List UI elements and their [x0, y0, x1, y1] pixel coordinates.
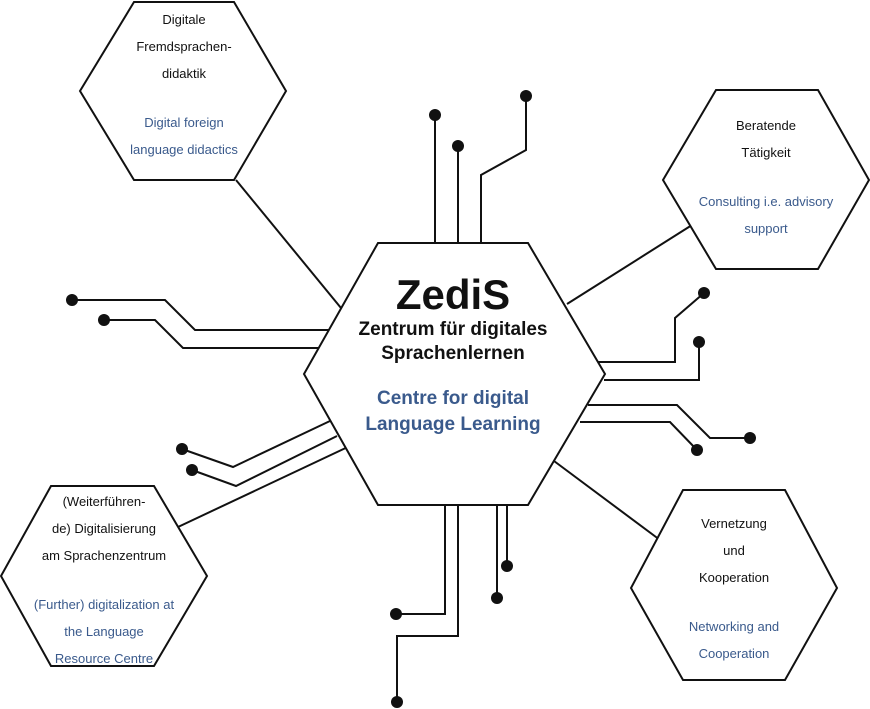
- node-label-en: the Language: [64, 624, 144, 639]
- circuit-node-dot: [491, 592, 503, 604]
- center-subtitle-en: Centre for digital Language Learning: [318, 386, 588, 438]
- node-label-en: Consulting i.e. advisory: [698, 194, 834, 209]
- circuit-node-dot: [176, 443, 188, 455]
- circuit-node-dot: [429, 109, 441, 121]
- node-label-de: (Weiterführen-: [62, 494, 146, 509]
- node-label-de: Digitale: [162, 12, 206, 27]
- connector-digitalization: [177, 444, 353, 528]
- circuit-node-dot: [698, 287, 710, 299]
- node-label-en: language didactics: [130, 142, 238, 157]
- node-label-de: didaktik: [161, 66, 207, 81]
- digitalization-label: (Weiterführen- de) Digitalisierung am Sp…: [4, 488, 204, 672]
- node-label-en: Resource Centre: [54, 651, 154, 666]
- networking-hexagon: [629, 489, 839, 681]
- circuit-node-dot: [452, 140, 464, 152]
- circuit-node-dot: [691, 444, 703, 456]
- didactics-hexagon: [78, 0, 288, 181]
- node-label-de: Beratende: [736, 118, 796, 133]
- node-label-de: Vernetzung: [701, 516, 767, 531]
- center-label: ZediS Zentrum für digitales Sprachenlern…: [318, 272, 588, 438]
- circuit-node-dot: [501, 560, 513, 572]
- circuit-trace-right-1: [596, 292, 705, 363]
- node-label-de: Fremdsprachen-: [136, 39, 232, 54]
- center-title: ZediS: [395, 271, 511, 318]
- circuit-trace-left-3: [181, 420, 331, 469]
- circuit-trace-top-3: [480, 96, 527, 243]
- node-label-de: de) Digitalisierung: [51, 521, 157, 536]
- node-label-en: Cooperation: [698, 646, 770, 661]
- consulting-hexagon: [661, 89, 870, 270]
- node-label-en: support: [744, 221, 788, 236]
- center-subtitle-en-line: Centre for digital: [376, 388, 529, 409]
- circuit-trace-right-3: [588, 404, 750, 439]
- circuit-trace-bottom-2: [396, 505, 459, 702]
- center-subtitle-en-line: Language Learning: [365, 414, 541, 435]
- center-subtitle-de: Zentrum für digitales Sprachenlernen: [318, 318, 588, 366]
- circuit-node-dot: [391, 696, 403, 708]
- connector-networking: [553, 460, 661, 541]
- node-label-de: und: [723, 543, 745, 558]
- circuit-trace-left-4: [191, 435, 338, 488]
- didactics-label: Digitale Fremdsprachen- didaktik Digital…: [86, 6, 282, 163]
- node-label-de: Tätigkeit: [741, 145, 791, 160]
- node-label-de: am Sprachenzentrum: [41, 548, 167, 563]
- circuit-trace-bottom-1: [396, 505, 446, 615]
- networking-label: Vernetzung und Kooperation Networking an…: [636, 510, 832, 667]
- circuit-trace-right-4: [580, 421, 698, 451]
- connector-consulting: [566, 224, 693, 305]
- connector-didactics: [235, 179, 342, 309]
- circuit-node-dot: [98, 314, 110, 326]
- circuit-node-dot: [693, 336, 705, 348]
- center-subtitle-de-line: Sprachenlernen: [381, 343, 525, 364]
- node-label-en: (Further) digitalization at: [33, 597, 175, 612]
- digitalization-hexagon: [0, 485, 209, 667]
- circuit-node-dot: [744, 432, 756, 444]
- circuit-node-dot: [186, 464, 198, 476]
- circuit-node-dot: [66, 294, 78, 306]
- node-label-en: Digital foreign: [144, 115, 224, 130]
- circuit-node-dot: [520, 90, 532, 102]
- consulting-label: Beratende Tätigkeit Consulting i.e. advi…: [668, 112, 864, 242]
- node-label-de: Kooperation: [698, 570, 770, 585]
- circuit-trace-left-1: [72, 299, 336, 331]
- center-hexagon: [302, 242, 607, 506]
- circuit-node-dot: [390, 608, 402, 620]
- center-subtitle-de-line: Zentrum für digitales: [358, 319, 548, 340]
- node-label-en: Networking and: [688, 619, 780, 634]
- circuit-trace-right-2: [604, 342, 700, 381]
- circuit-trace-left-2: [104, 319, 328, 349]
